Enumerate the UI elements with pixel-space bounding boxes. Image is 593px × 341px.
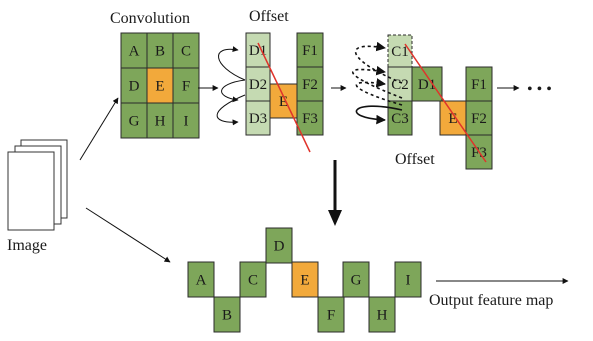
- conv-cell-i: I: [172, 102, 200, 139]
- output-feature-map: A B C D E F G H I: [187, 227, 422, 333]
- offset2-cell-e: E: [439, 100, 467, 136]
- offset1-cell-f3: F3: [296, 100, 324, 136]
- conv-cell-d-label: D: [129, 79, 140, 95]
- output-cell-d-label: D: [274, 239, 285, 255]
- conv-cell-e-label: E: [155, 79, 164, 95]
- output-cell-b-label: B: [222, 308, 232, 324]
- offset2-cell-c3-label: C3: [391, 111, 409, 127]
- offset1-cell-d3: D3: [245, 100, 271, 136]
- offset1-cell-e: E: [269, 83, 298, 119]
- output-cell-f-label: F: [327, 308, 335, 324]
- offset-arrows-1: [216, 46, 246, 126]
- conv-cell-h-label: H: [155, 114, 166, 130]
- output-cell-i-label: I: [406, 273, 411, 289]
- output-cell-g: G: [342, 261, 370, 298]
- offset2-cell-f2-label: F2: [471, 111, 487, 127]
- conv-cell-b-label: B: [155, 44, 165, 60]
- output-cell-h-label: H: [377, 308, 388, 324]
- offset2-cell-c2: C2: [387, 66, 413, 102]
- output-feature-map-label: Output feature map: [429, 292, 553, 309]
- output-cell-e-label: E: [300, 273, 309, 289]
- offset2-cell-f2: F2: [465, 100, 493, 136]
- offset2-cell-d1: D1: [411, 66, 443, 102]
- output-cell-g-label: G: [351, 273, 362, 289]
- offset1-cell-d1-label: D1: [249, 43, 267, 59]
- offset1-cell-d2: D2: [245, 66, 271, 102]
- offset-line-2: [404, 43, 487, 163]
- output-cell-f: F: [317, 296, 345, 333]
- offset1-cell-d2-label: D2: [249, 77, 267, 93]
- output-cell-h: H: [368, 296, 396, 333]
- conv-cell-c: C: [172, 32, 200, 69]
- output-cell-c-label: C: [248, 273, 258, 289]
- output-cell-c: C: [239, 261, 267, 298]
- output-cell-a: A: [187, 261, 215, 298]
- offset1-cell-f1-label: F1: [302, 43, 318, 59]
- output-cell-a-label: A: [196, 273, 207, 289]
- offset-label-top: Offset: [249, 8, 289, 25]
- offset-arrows-2: [352, 41, 403, 125]
- offset1-cell-d3-label: D3: [249, 111, 267, 127]
- arrow-image-to-output: [85, 207, 171, 263]
- conv-cell-d: D: [120, 67, 148, 104]
- conv-cell-g: G: [120, 102, 148, 139]
- output-cell-b: B: [213, 296, 241, 333]
- output-cell-d: D: [265, 227, 293, 264]
- conv-cell-g-label: G: [129, 114, 140, 130]
- offset-line-1: [257, 42, 311, 153]
- conv-cell-a: A: [120, 32, 148, 69]
- offset2-cell-e-label: E: [448, 111, 457, 127]
- offset1-cell-f2-label: F2: [302, 77, 318, 93]
- conv-cell-f-label: F: [182, 79, 190, 95]
- ellipsis: • • •: [527, 81, 552, 98]
- conv-cell-f: F: [172, 67, 200, 104]
- conv-cell-e: E: [146, 67, 174, 104]
- offset1-cell-f1: F1: [296, 32, 324, 68]
- conv-cell-b: B: [146, 32, 174, 69]
- conv-cell-h: H: [146, 102, 174, 139]
- offset-label-bottom: Offset: [395, 151, 435, 168]
- output-cell-e: E: [291, 261, 319, 298]
- offset2-cell-c1: C1: [387, 34, 413, 68]
- big-down-arrow: [328, 160, 342, 226]
- image-stack-icon: [7, 139, 68, 231]
- conv-cell-a-label: A: [129, 44, 140, 60]
- offset-grid-2: C1C2C3D1EF1F2F3: [387, 34, 493, 170]
- offset1-cell-f3-label: F3: [302, 111, 318, 127]
- arrow-image-to-conv: [79, 97, 119, 161]
- offset1-cell-e-label: E: [279, 94, 288, 110]
- offset2-cell-d1-label: D1: [418, 77, 436, 93]
- offset1-cell-f2: F2: [296, 66, 324, 102]
- convolution-label: Convolution: [110, 10, 190, 27]
- conv-cell-c-label: C: [181, 44, 191, 60]
- output-cell-i: I: [394, 261, 422, 298]
- offset2-cell-c3: C3: [387, 100, 413, 136]
- image-label: Image: [7, 237, 47, 254]
- offset2-cell-c1-label: C1: [391, 44, 409, 60]
- offset2-cell-f1-label: F1: [471, 77, 487, 93]
- conv-cell-i-label: I: [184, 114, 189, 130]
- offset2-cell-f1: F1: [465, 66, 493, 102]
